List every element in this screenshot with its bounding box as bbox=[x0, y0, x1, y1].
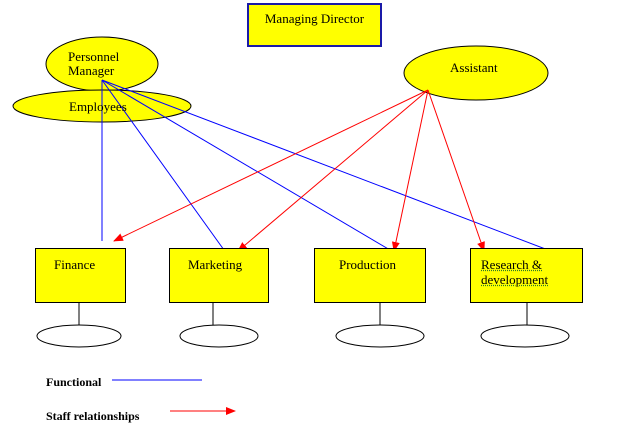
legend-staff-label: Staff relationships bbox=[46, 409, 140, 423]
marketing-sub-oval bbox=[179, 324, 259, 348]
production-box: Production bbox=[314, 248, 426, 303]
managing-director-box: Managing Director bbox=[247, 3, 382, 47]
marketing-label: Marketing bbox=[188, 257, 243, 272]
assistant-label: Assistant bbox=[450, 60, 498, 75]
marketing-box: Marketing bbox=[169, 248, 269, 303]
functional-line-marketing bbox=[101, 79, 225, 251]
functional-lines bbox=[101, 79, 549, 251]
finance-sub-oval bbox=[36, 324, 122, 348]
finance-box: Finance bbox=[35, 248, 126, 303]
staff-arrow-marketing bbox=[237, 89, 429, 252]
staff-lines bbox=[113, 89, 485, 252]
finance-label: Finance bbox=[54, 257, 96, 272]
personnel-manager-label: Personnel Manager bbox=[68, 49, 120, 78]
research-development-label: Research & development bbox=[481, 257, 549, 287]
functional-line-research bbox=[101, 79, 549, 251]
staff-arrow-research bbox=[427, 89, 485, 252]
staff-arrow-production bbox=[391, 89, 429, 252]
production-label: Production bbox=[339, 257, 397, 272]
production-sub-oval bbox=[335, 324, 425, 348]
assistant-oval bbox=[403, 45, 549, 101]
managing-director-label: Managing Director bbox=[264, 11, 365, 26]
employees-label: Employees bbox=[69, 99, 127, 114]
staff-arrow-finance bbox=[113, 89, 429, 242]
research-development-box: Research & development bbox=[470, 248, 583, 303]
research-sub-oval bbox=[480, 324, 570, 348]
down-arrows bbox=[75, 303, 531, 335]
legend-functional-label: Functional bbox=[46, 375, 102, 389]
functional-line-production bbox=[101, 79, 391, 251]
